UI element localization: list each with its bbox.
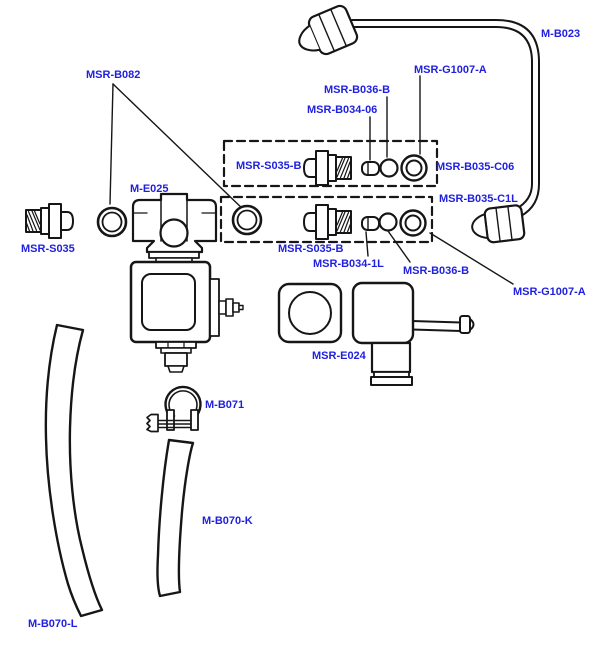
part-label-m-b070k[interactable]: M-B070-K: [202, 515, 253, 527]
kit-box-bottom: [219, 195, 434, 244]
part-label-msr-b082[interactable]: MSR-B082: [86, 69, 141, 81]
hose-m-b070l-drawing: [44, 323, 104, 618]
oring-msr-b082-right-drawing: [231, 204, 263, 236]
leader-lines: [109, 75, 514, 285]
part-label-msr-g1007a-bottom[interactable]: MSR-G1007-A: [513, 286, 586, 298]
part-label-msr-g1007a-top[interactable]: MSR-G1007-A: [414, 64, 487, 76]
part-label-msr-b036b-bottom[interactable]: MSR-B036-B: [403, 265, 470, 277]
washer-msr-b036b-top-drawing: [379, 158, 399, 178]
fitting-msr-s035b-bottom-drawing: [303, 204, 352, 240]
part-label-msr-b035-c1l[interactable]: MSR-B035-C1L: [439, 193, 518, 205]
pipe-m-b023-drawing: [298, 4, 540, 244]
valve-m-e025-drawing: [129, 192, 244, 373]
part-label-msr-b034-1l[interactable]: MSR-B034-1L: [313, 258, 384, 270]
part-label-msr-s035b-top[interactable]: MSR-S035-B: [236, 160, 302, 172]
oring-msr-b082-left-drawing: [96, 206, 128, 238]
part-label-msr-b034-06[interactable]: MSR-B034-06: [307, 104, 378, 116]
part-label-msr-s035b-bottom[interactable]: MSR-S035-B: [278, 243, 344, 255]
part-label-m-b071[interactable]: M-B071: [205, 399, 245, 411]
solenoid-coil-drawing: [351, 281, 475, 386]
gasket-msr-g1007a-bottom-drawing: [399, 209, 427, 237]
fitting-msr-s035b-top-drawing: [303, 150, 352, 186]
part-label-m-b023[interactable]: M-B023: [541, 28, 581, 40]
gasket-plate-msr-e024-drawing: [277, 282, 343, 344]
hose-m-b070k-drawing: [156, 438, 195, 598]
plug-msr-b034-1l-drawing: [361, 216, 380, 231]
part-label-msr-b035-c06[interactable]: MSR-B035-C06: [436, 161, 515, 173]
part-label-msr-b036b-top[interactable]: MSR-B036-B: [324, 84, 391, 96]
pipe-nut-bottom-icon: [471, 204, 526, 244]
clamp-m-b071-drawing: [146, 385, 202, 433]
fitting-msr-s035-drawing: [25, 203, 74, 239]
part-label-m-e025[interactable]: M-E025: [130, 183, 169, 195]
part-label-m-b070l[interactable]: M-B070-L: [28, 618, 78, 630]
part-label-msr-s035[interactable]: MSR-S035: [21, 243, 75, 255]
pipe-nut-top-icon: [298, 4, 359, 56]
washer-msr-b036b-bottom-drawing: [378, 212, 398, 232]
kit-box-top: [222, 139, 439, 188]
part-label-msr-e024[interactable]: MSR-E024: [312, 350, 366, 362]
gasket-msr-g1007a-top-drawing: [400, 154, 428, 182]
plug-msr-b034-06-drawing: [361, 161, 380, 176]
